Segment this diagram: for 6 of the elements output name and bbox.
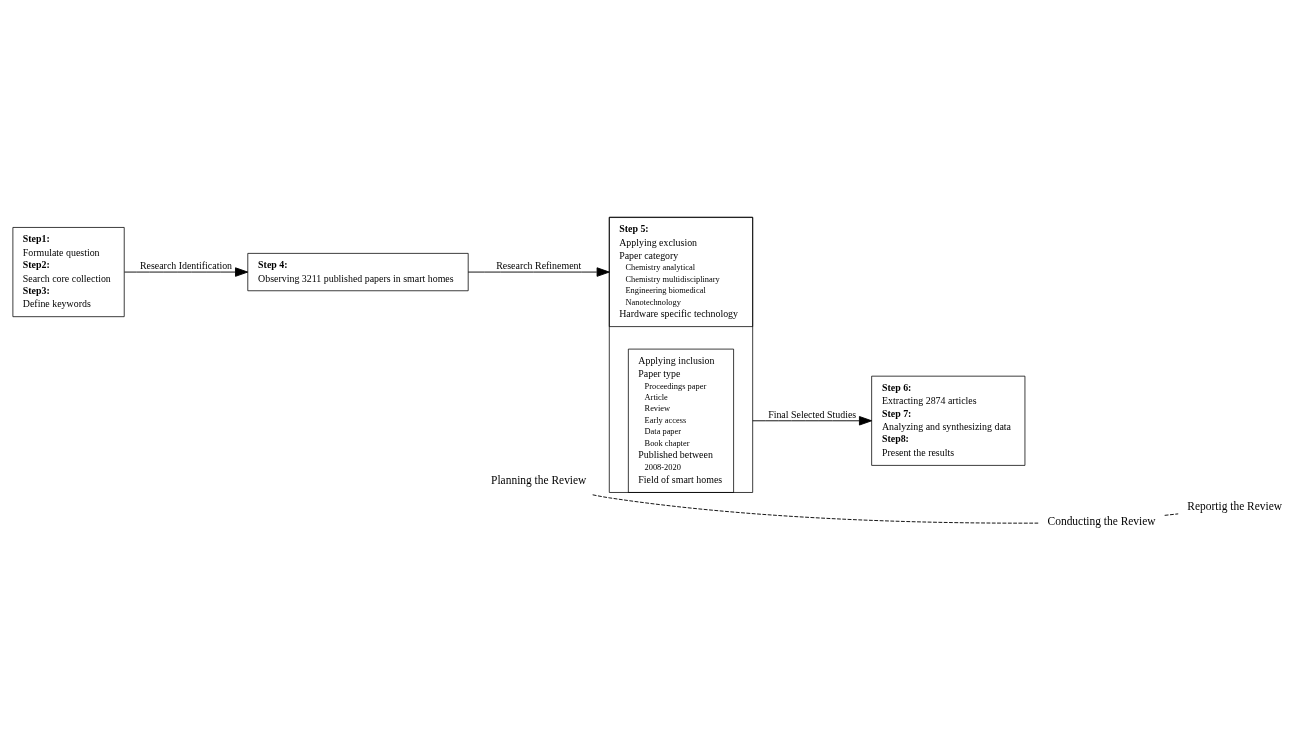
label: Planning the Review: [491, 473, 587, 486]
label: Conducting the Review: [1047, 514, 1156, 527]
label: Reportig the Review: [1187, 499, 1283, 512]
edge-label: Research Identification: [139, 259, 233, 271]
edge-label: Final Selected Studies: [768, 408, 857, 420]
edge-label: Research Refinement: [496, 259, 582, 271]
